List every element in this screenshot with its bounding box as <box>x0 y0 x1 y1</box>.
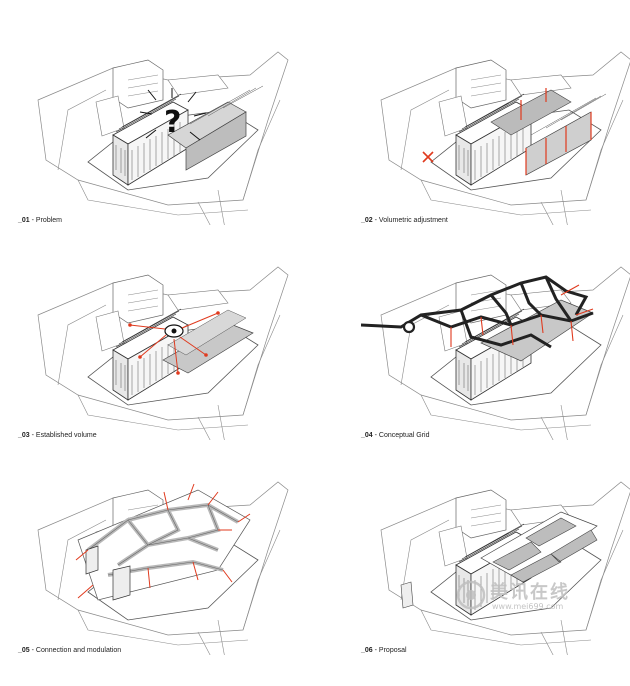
panel-volumetric-adjustment: _02 - Volumetric adjustment <box>361 40 630 255</box>
panel-proposal: _06 - Proposal <box>361 470 630 685</box>
watermark: 美讯在线 www.mei699.com <box>452 576 582 616</box>
diagram-proposal <box>380 481 630 655</box>
panel-conceptual-grid: _04 - Conceptual Grid <box>361 255 630 470</box>
caption: _05 - Connection and modulation <box>18 647 122 654</box>
caption: _02 - Volumetric adjustment <box>361 217 448 224</box>
question-mark-icon: ? <box>164 105 181 140</box>
watermark-text: 美讯在线 <box>490 582 570 603</box>
caption: _01 - Problem <box>18 217 62 224</box>
caption: _03 - Established volume <box>18 432 97 439</box>
cross-icon <box>422 151 434 163</box>
diagram-conceptual-grid <box>361 266 630 440</box>
panel-problem: ? _01 - Problem <box>18 40 318 255</box>
diagram-problem: ? <box>37 51 289 225</box>
caption: _06 - Proposal <box>361 647 407 654</box>
diagram-volumetric-adjustment <box>380 51 630 225</box>
watermark-logo-icon <box>456 580 486 610</box>
panel-connection-and-modulation: _05 - Connection and modulation <box>18 470 318 685</box>
diagram-established-volume <box>37 266 289 440</box>
diagram-connection-and-modulation <box>37 481 289 655</box>
watermark-url: www.mei699.com <box>492 602 564 611</box>
caption: _04 - Conceptual Grid <box>361 432 430 439</box>
panel-established-volume: _03 - Established volume <box>18 255 318 470</box>
